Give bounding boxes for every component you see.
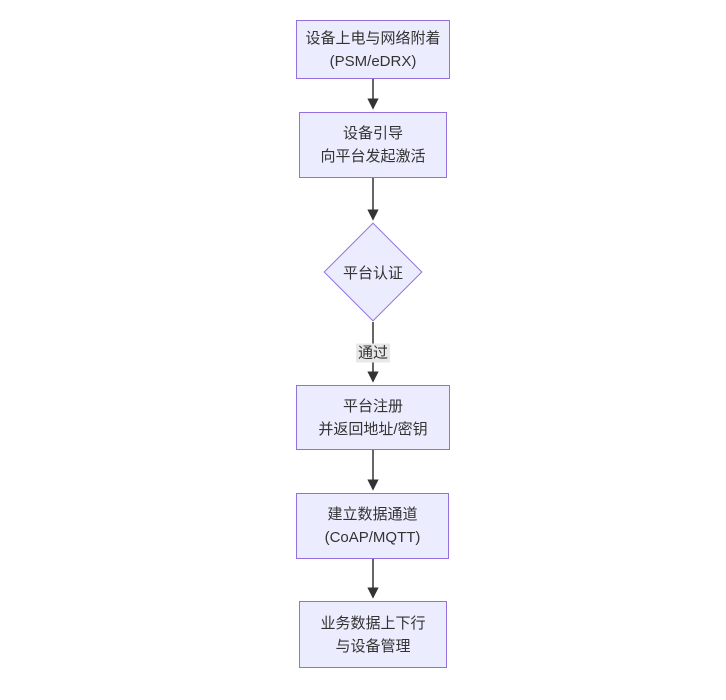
node-line: 设备上电与网络附着	[305, 29, 441, 47]
node-line: (CoAP/MQTT)	[324, 529, 421, 546]
flow-node-business-data: 业务数据上下行 与设备管理	[299, 601, 447, 668]
node-line: (PSM/eDRX)	[329, 52, 417, 70]
flow-node-device-bootstrap: 设备引导 向平台发起激活	[299, 112, 447, 178]
edge-label-pass: 通过	[355, 343, 391, 363]
flow-node-platform-register: 平台注册 并返回地址/密钥	[296, 385, 450, 450]
node-line: 设备引导	[342, 125, 403, 142]
decision-label: 平台认证	[342, 265, 403, 282]
flow-node-device-power-attach: 设备上电与网络附着 (PSM/eDRX)	[296, 20, 450, 79]
node-line: 建立数据通道	[327, 506, 418, 523]
node-line: 平台注册	[342, 397, 403, 415]
node-line: 业务数据上下行	[320, 614, 426, 632]
node-line: 与设备管理	[335, 637, 411, 655]
node-line: 并返回地址/密钥	[318, 420, 428, 438]
node-line: 向平台发起激活	[320, 148, 426, 165]
flow-node-data-channel: 建立数据通道 (CoAP/MQTT)	[296, 493, 449, 559]
flow-decision-platform-auth: 平台认证	[323, 222, 423, 322]
